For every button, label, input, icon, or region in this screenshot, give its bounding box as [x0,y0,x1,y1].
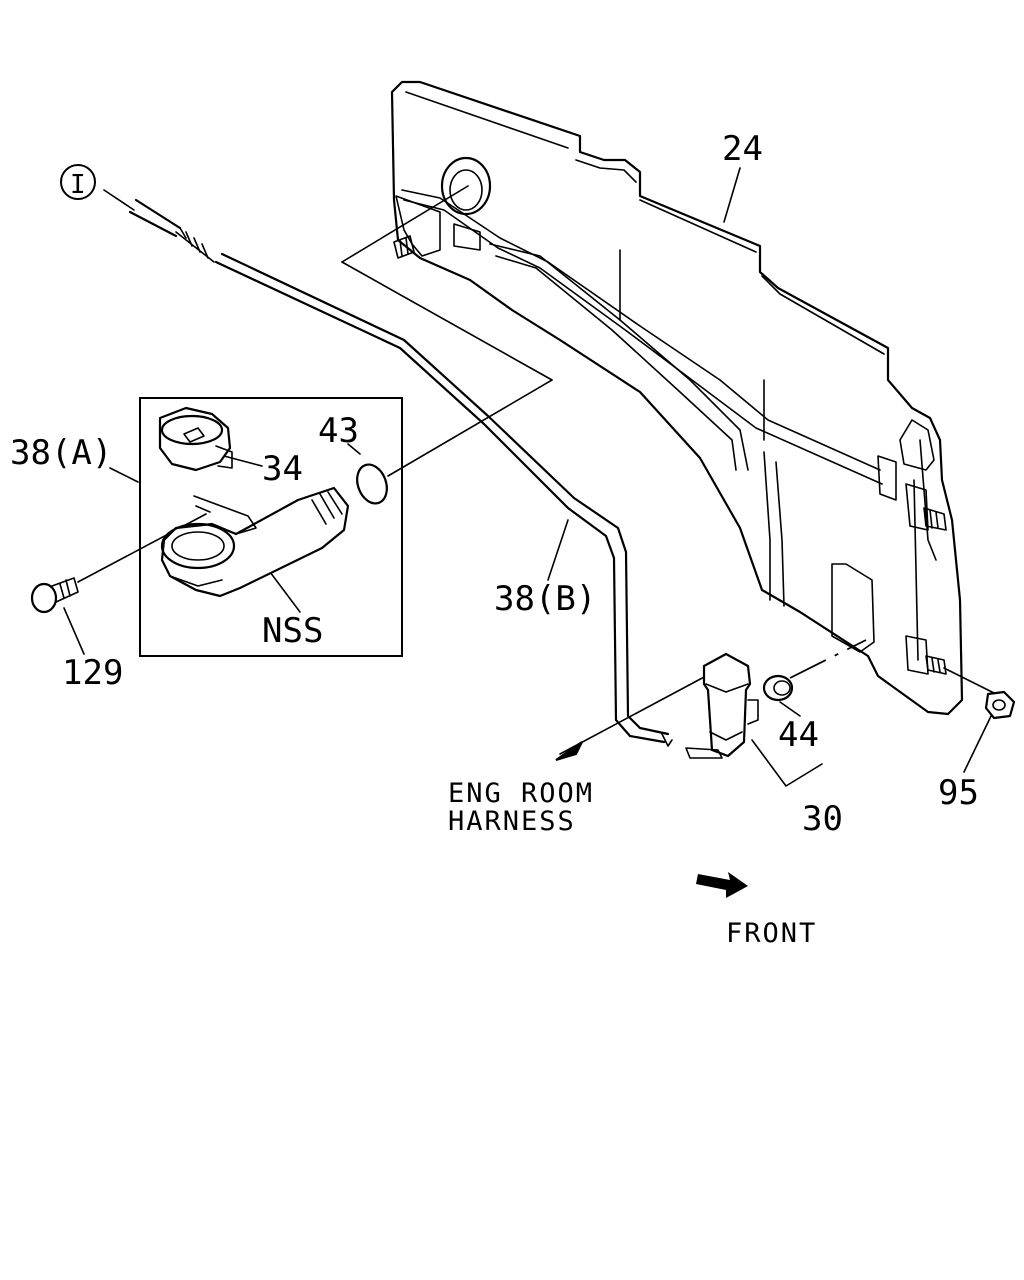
callout-nss: NSS [262,611,323,651]
leader-lines [63,167,997,787]
reference-label-i: I [70,170,86,200]
callout-24: 24 [722,129,763,169]
washer-pump-30 [685,652,759,759]
callout-38a: 38(A) [10,433,112,473]
note-harness: HARNESS [448,806,576,837]
cap-34 [158,406,233,472]
note-eng-room: ENG ROOM [448,778,594,809]
note-front: FRONT [726,918,817,949]
callout-44: 44 [778,715,819,755]
screw-129 [30,577,79,614]
harness-38b [128,198,673,747]
washer-tank [390,80,964,716]
o-ring-43 [356,463,388,505]
filler-neck-nss [160,486,350,598]
harness-arrow-head [555,741,583,761]
assembly-38a-box [139,397,403,657]
callout-38b: 38(B) [494,579,596,619]
front-arrow-icon [696,872,748,898]
callout-34: 34 [262,449,303,489]
nut-95 [984,690,1016,720]
callout-129: 129 [62,653,123,693]
callout-95: 95 [938,773,979,813]
callout-43: 43 [318,411,359,451]
grommet-44 [762,674,794,702]
reference-circle-i: I [60,164,96,200]
callout-30: 30 [802,799,843,839]
